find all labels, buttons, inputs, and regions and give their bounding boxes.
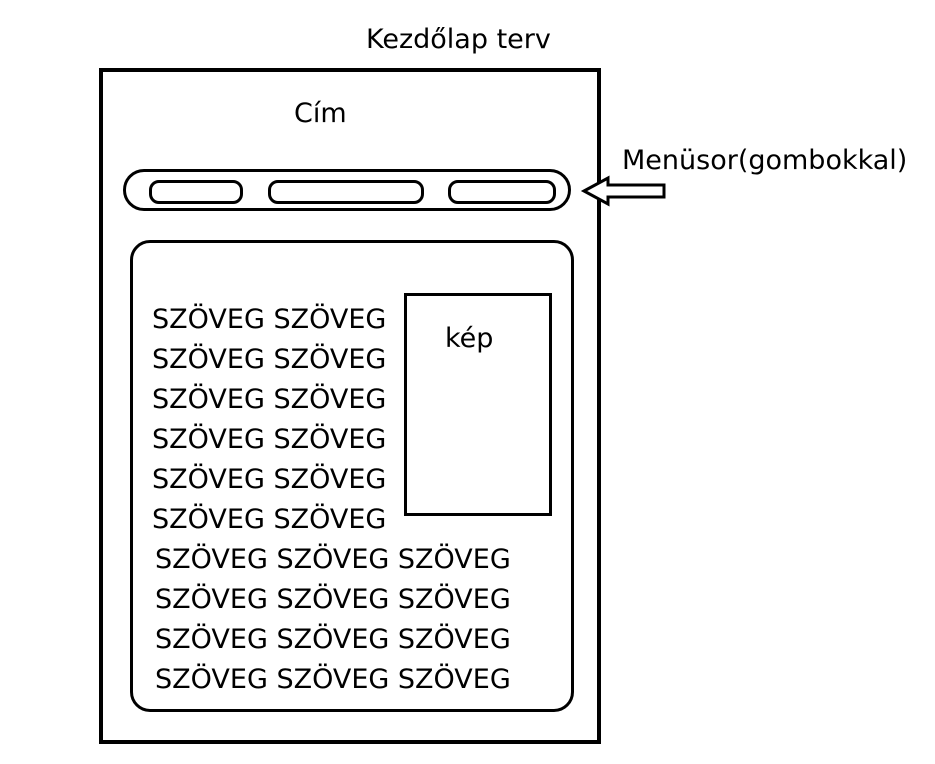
text-line: SZÖVEG SZÖVEG [152,504,387,535]
image-placeholder-label: kép [445,323,494,354]
text-line: SZÖVEG SZÖVEG SZÖVEG [155,664,511,695]
text-line: SZÖVEG SZÖVEG [152,344,387,375]
image-placeholder [404,293,552,516]
page-title-placeholder: Cím [294,98,347,129]
menubar-annotation: Menüsor(gombokkal) [622,145,908,176]
text-line: SZÖVEG SZÖVEG [152,424,387,455]
diagram-title: Kezdőlap terv [366,24,551,55]
text-line: SZÖVEG SZÖVEG SZÖVEG [155,624,511,655]
text-line: SZÖVEG SZÖVEG SZÖVEG [155,584,511,615]
menu-button-1[interactable] [149,180,243,204]
text-line: SZÖVEG SZÖVEG [152,384,387,415]
menu-button-2[interactable] [268,180,424,204]
arrow-left-icon [580,175,666,207]
text-line: SZÖVEG SZÖVEG SZÖVEG [155,544,511,575]
menu-button-3[interactable] [448,180,556,204]
text-line: SZÖVEG SZÖVEG [152,304,387,335]
content-area [130,240,574,712]
page-frame [99,68,601,744]
menubar-outline [123,169,571,211]
text-line: SZÖVEG SZÖVEG [152,464,387,495]
